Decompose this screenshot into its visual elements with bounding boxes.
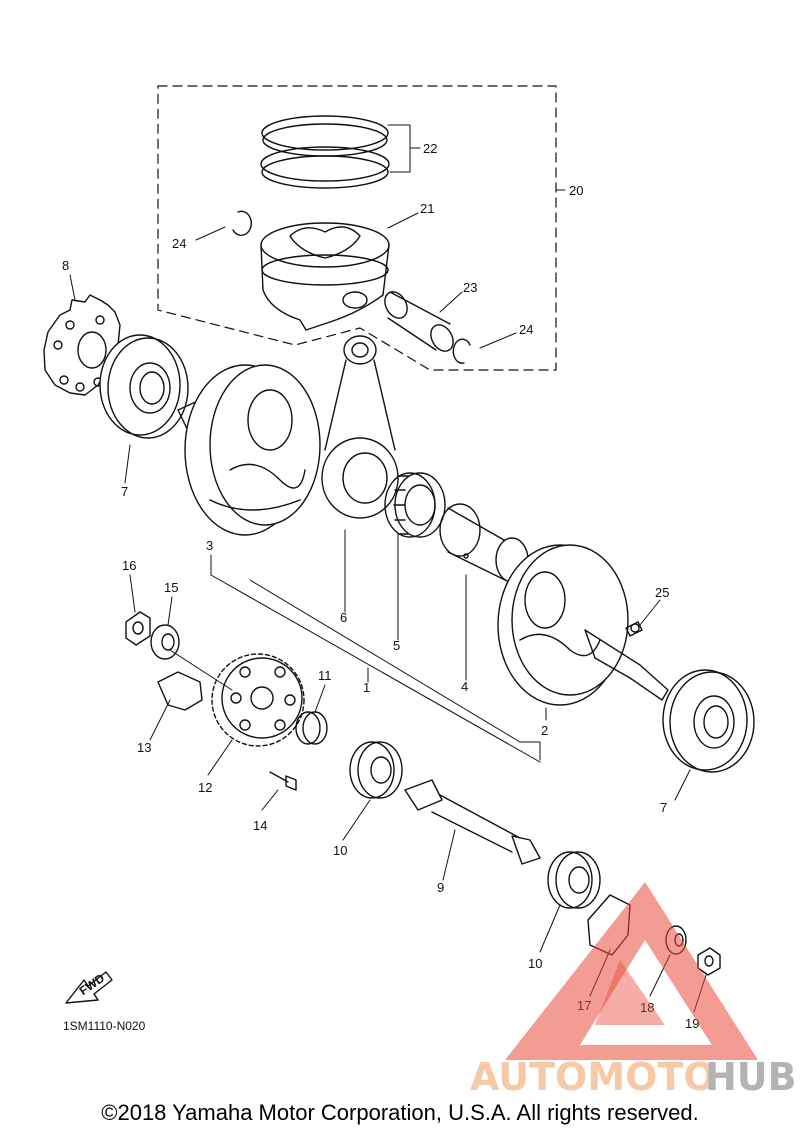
piston-rings — [260, 115, 390, 189]
piston-kit-boundary — [157, 85, 557, 371]
connecting-rod — [321, 335, 399, 519]
callout-10-upper: 10 — [333, 843, 347, 858]
callout-11: 11 — [318, 668, 332, 683]
callout-18: 18 — [640, 1000, 654, 1015]
crank-bearing-right — [662, 669, 755, 773]
leader-lines — [69, 124, 707, 1013]
watermark-text-auto: AUTOMOTO — [470, 1055, 716, 1099]
balancer-bearing-lower — [547, 851, 601, 909]
circlip-left — [232, 210, 253, 237]
crank-web-right — [497, 544, 669, 706]
copyright-notice: ©2018 Yamaha Motor Corporation, U.S.A. A… — [101, 1100, 699, 1125]
callout-10-lower: 10 — [528, 956, 542, 971]
callout-6: 6 — [340, 610, 347, 625]
circlip-right — [452, 338, 471, 364]
callout-7-left: 7 — [121, 484, 128, 499]
callout-9: 9 — [437, 880, 444, 895]
callout-20: 20 — [569, 183, 583, 198]
callout-24-left: 24 — [172, 236, 186, 251]
callout-21: 21 — [420, 201, 434, 216]
drawing-code: 1SM1110-N020 — [63, 1019, 146, 1033]
callout-24-right: 24 — [519, 322, 533, 337]
crank-bearing-left — [99, 334, 189, 439]
balancer-bearing-upper — [349, 741, 403, 799]
woodruff-key — [625, 621, 643, 637]
watermark-logo: AUTOMOTO HUB — [470, 882, 797, 1099]
balancer-shaft — [404, 779, 541, 865]
watermark-triangle-icon — [505, 882, 758, 1060]
timing-sprocket — [43, 294, 121, 396]
crank-web-left — [177, 364, 321, 536]
callout-19: 19 — [685, 1016, 699, 1031]
callout-2: 2 — [541, 723, 548, 738]
balancer-weight — [157, 671, 203, 711]
callout-12: 12 — [198, 780, 212, 795]
nut-16 — [125, 611, 151, 646]
callout-7-right: 7 — [660, 800, 667, 815]
piston-pin — [384, 291, 454, 352]
callout-3: 3 — [206, 538, 213, 553]
callout-14: 14 — [253, 818, 267, 833]
callout-15: 15 — [164, 580, 178, 595]
piston — [260, 222, 390, 331]
callout-4: 4 — [461, 679, 468, 694]
callout-25: 25 — [655, 585, 669, 600]
callout-13: 13 — [137, 740, 151, 755]
watermark-inner-triangle-icon — [595, 960, 665, 1025]
callout-8: 8 — [62, 258, 69, 273]
callout-22: 22 — [423, 141, 437, 156]
callout-16: 16 — [122, 558, 136, 573]
watermark-text-hub: HUB — [705, 1055, 797, 1099]
callout-23: 23 — [463, 280, 477, 295]
washer-15 — [150, 624, 180, 660]
bolt-14 — [269, 771, 297, 791]
balancer-drive-gear — [211, 653, 305, 747]
callout-labels: 22 20 21 24 23 24 8 7 3 6 5 4 1 2 25 7 1… — [62, 141, 699, 1031]
fwd-arrow — [65, 971, 113, 1004]
big-end-bearing — [384, 472, 446, 538]
callout-1: 1 — [363, 680, 370, 695]
callout-5: 5 — [393, 638, 400, 653]
